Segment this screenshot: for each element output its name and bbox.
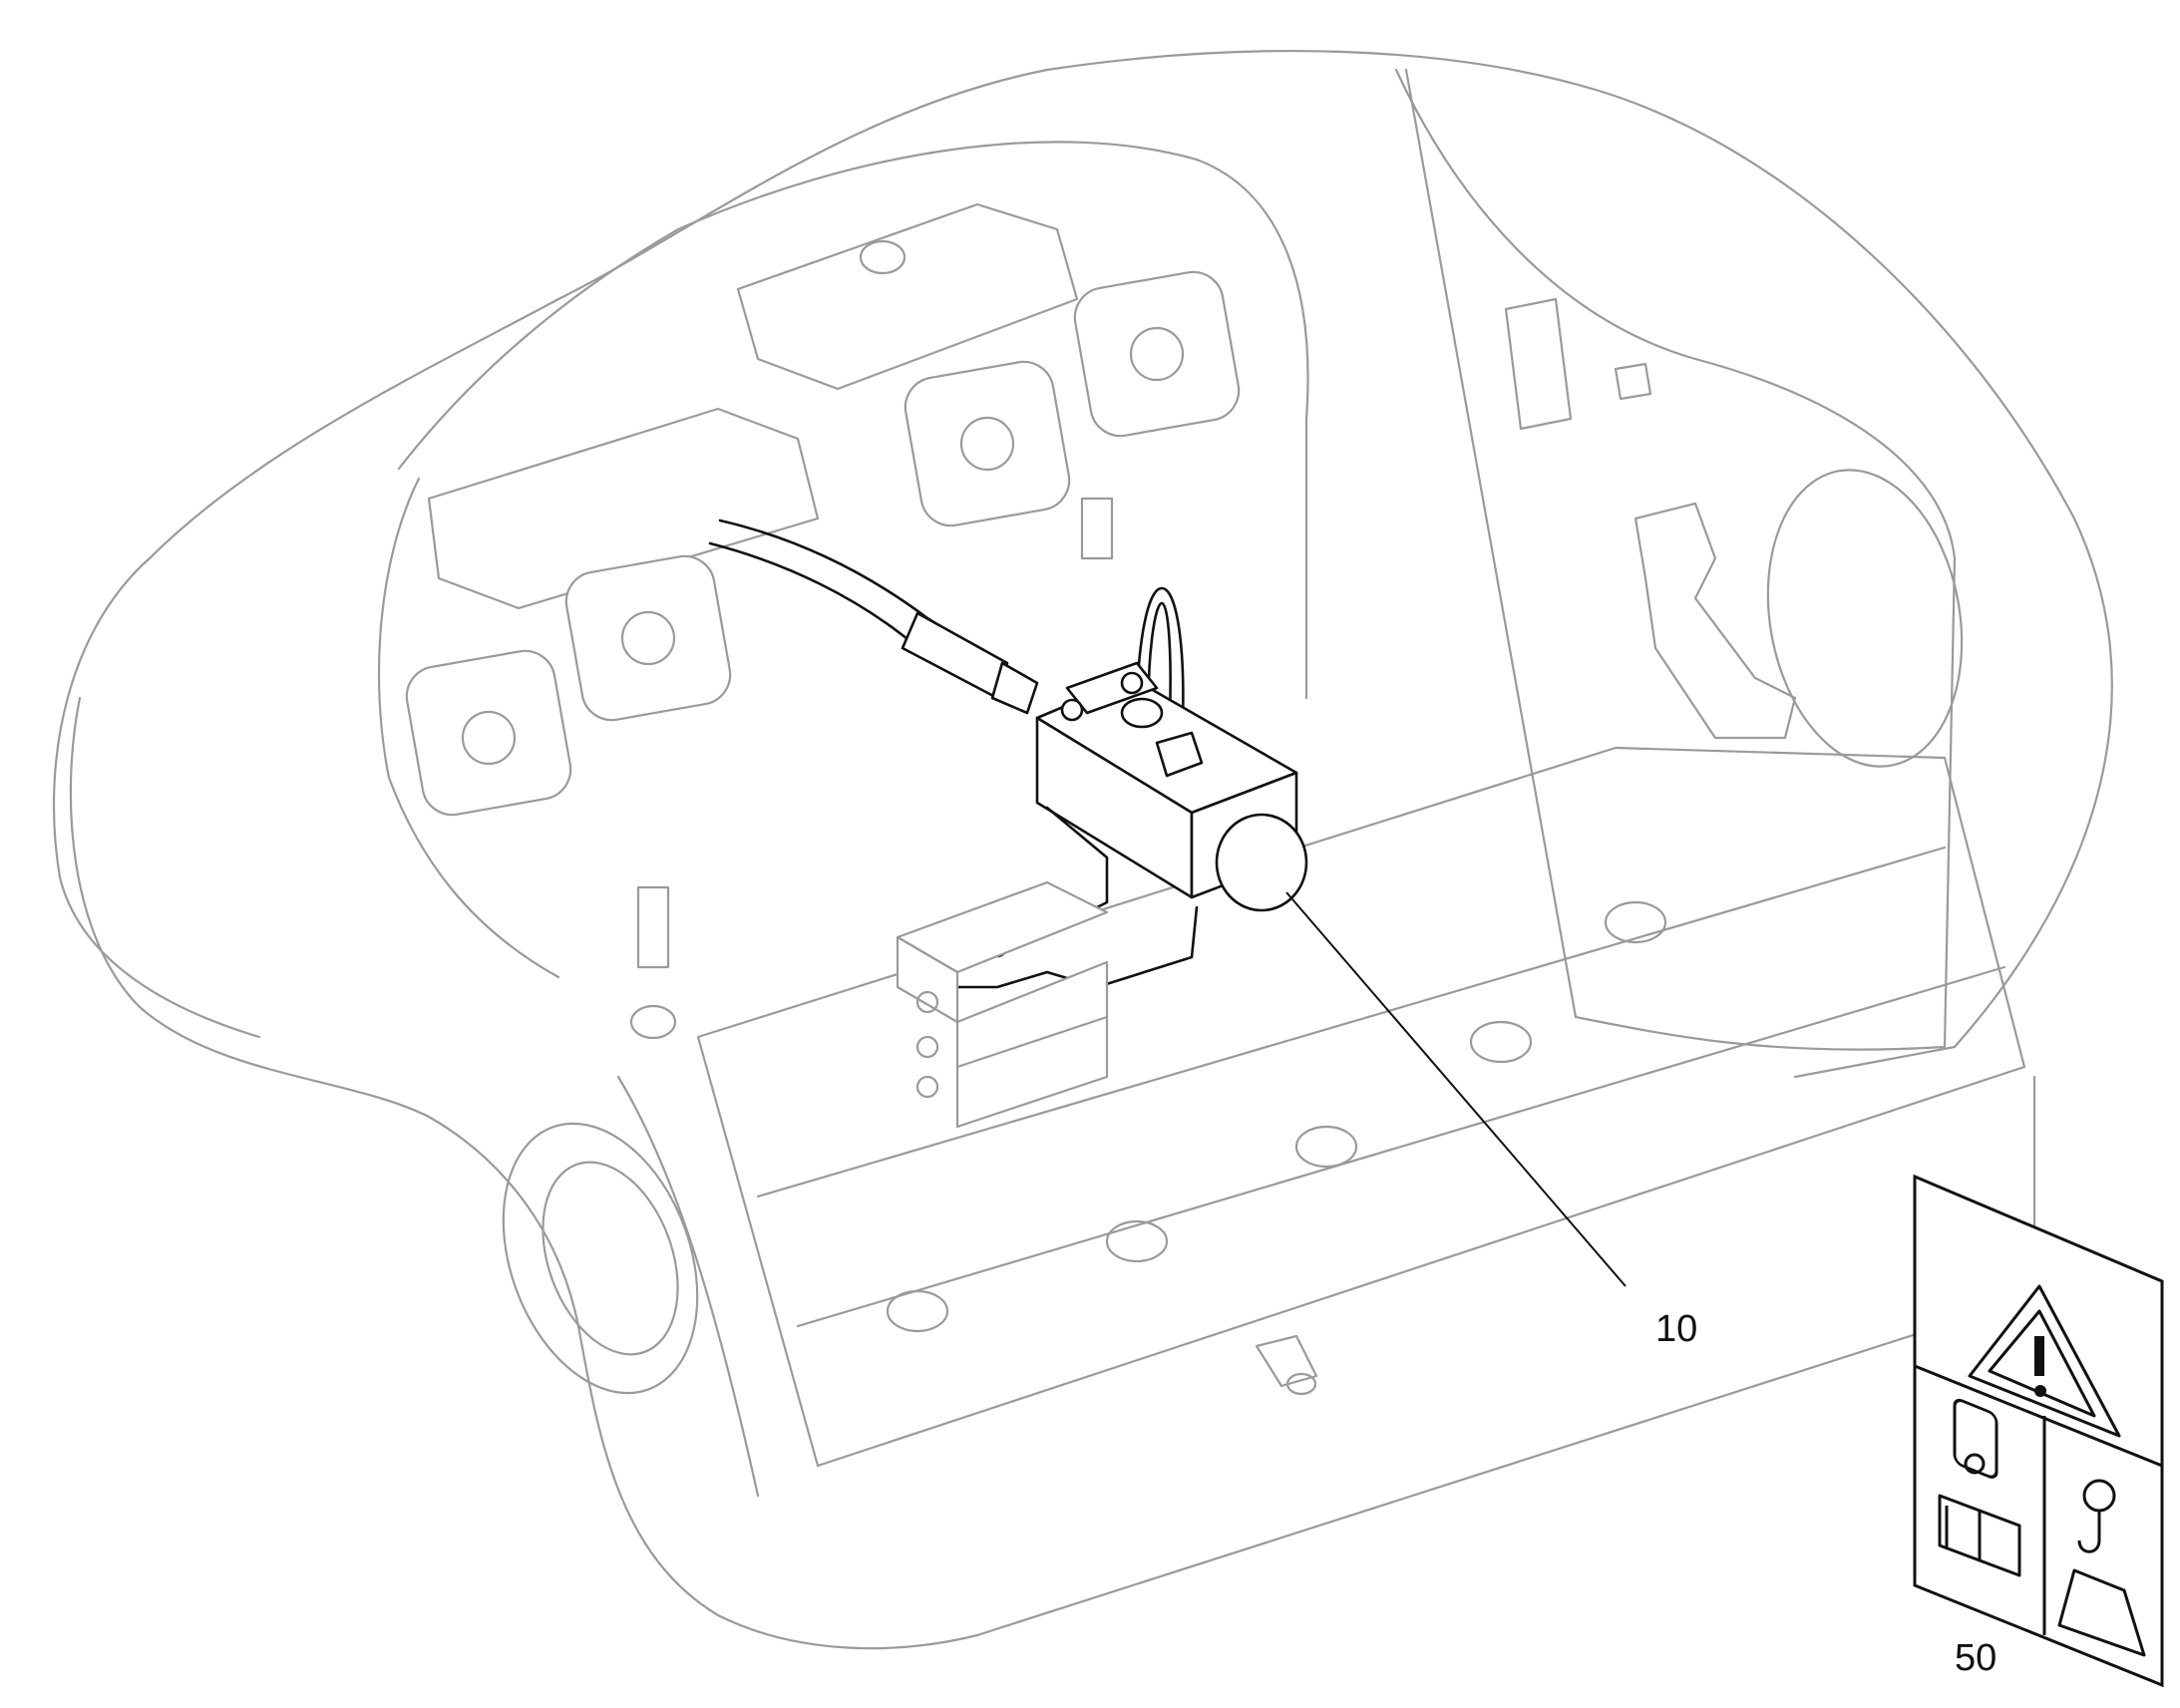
hydraulic-manifolds [405, 202, 1241, 1040]
valve-block [896, 880, 1109, 1129]
callout-50: 50 [1955, 1637, 1997, 1679]
part-10-pressure-switch[interactable] [708, 518, 1627, 1287]
open-book-icon [1938, 1494, 2021, 1577]
callout-10: 10 [1655, 1308, 1697, 1350]
pressure-gauge-icon [1953, 1398, 1998, 1479]
warning-decal[interactable] [1913, 1174, 2164, 1688]
warning-triangle-icon [1968, 1284, 2121, 1438]
crane-hook-weight-icon [2057, 1479, 2146, 1657]
frame-housing [52, 49, 2113, 1650]
